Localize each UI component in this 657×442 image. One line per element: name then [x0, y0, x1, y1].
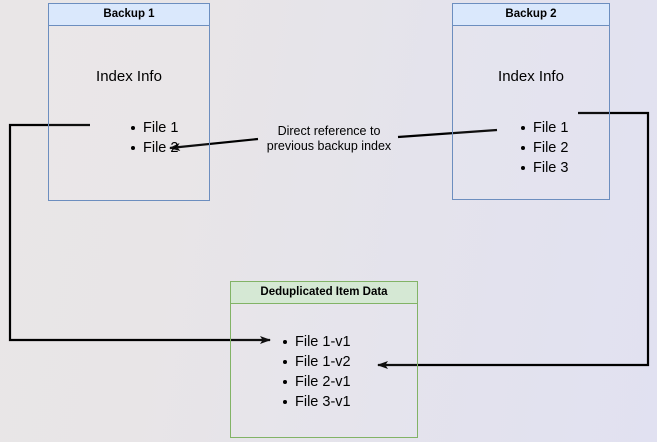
node-dedup-body: File 1-v1 File 1-v2 File 2-v1 File 3-v1 [231, 304, 417, 437]
list-item[interactable]: File 1 [520, 120, 569, 136]
node-backup-2-header: Backup 2 [453, 4, 609, 26]
backup-1-index-info-label: Index Info [96, 68, 162, 85]
node-dedup-header: Deduplicated Item Data [231, 282, 417, 304]
list-item[interactable]: File 1 [130, 120, 179, 136]
list-item[interactable]: File 1-v2 [283, 354, 351, 370]
node-deduplicated-item-data[interactable]: Deduplicated Item Data File 1-v1 File 1-… [230, 281, 418, 438]
backup-2-file-list: File 1 File 2 File 3 [511, 118, 568, 178]
list-item[interactable]: File 2 [130, 140, 179, 156]
dedup-file-list: File 1-v1 File 1-v2 File 2-v1 File 3-v1 [273, 332, 351, 412]
node-backup-2[interactable]: Backup 2 Index Info File 1 File 2 File 3 [452, 3, 610, 200]
backup-2-index-info-label: Index Info [498, 68, 564, 85]
node-backup-2-body: Index Info File 1 File 2 File 3 [453, 26, 609, 199]
backup-1-file-list: File 1 File 2 [121, 118, 178, 158]
list-item[interactable]: File 3-v1 [283, 394, 351, 410]
list-item[interactable]: File 1-v1 [283, 334, 351, 350]
node-backup-1-header: Backup 1 [49, 4, 209, 26]
list-item[interactable]: File 2 [520, 140, 569, 156]
list-item[interactable]: File 3 [520, 160, 569, 176]
list-item[interactable]: File 2-v1 [283, 374, 351, 390]
node-backup-1-body: Index Info File 1 File 2 [49, 26, 209, 200]
edge-label-direct-reference: Direct reference to previous backup inde… [266, 124, 392, 153]
node-backup-1[interactable]: Backup 1 Index Info File 1 File 2 [48, 3, 210, 201]
